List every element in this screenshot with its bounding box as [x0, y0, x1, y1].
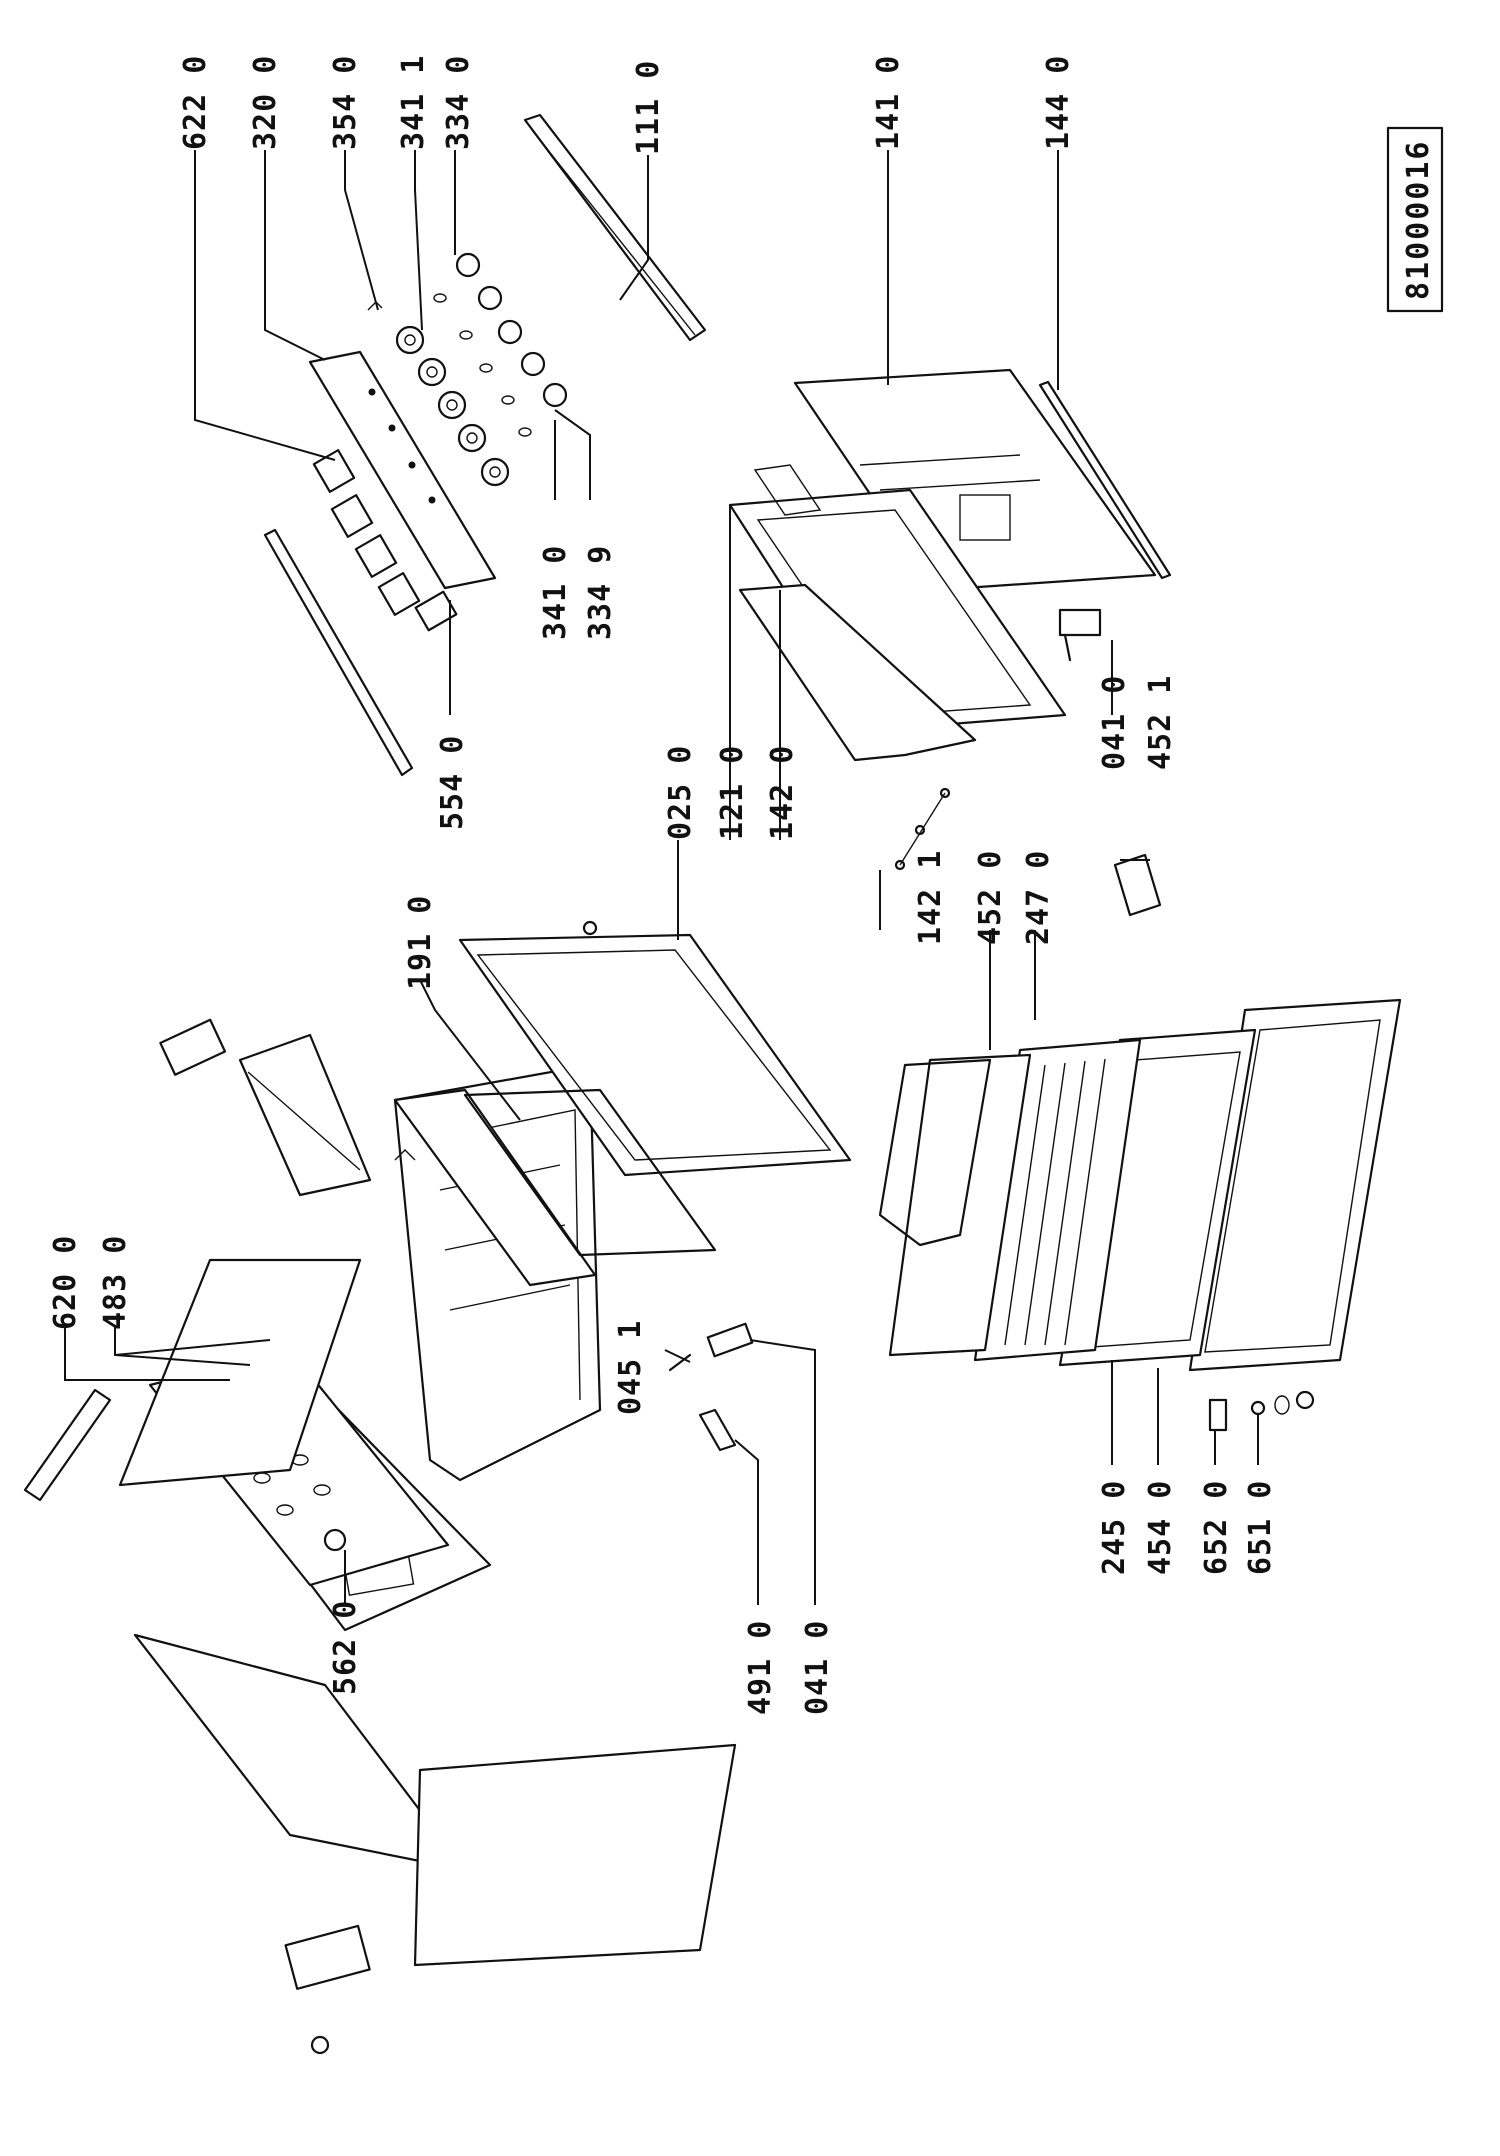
top-rail [523, 113, 707, 342]
oven-gasket [463, 1088, 717, 1257]
label-652-0: 652 0 [1199, 1480, 1234, 1575]
door-glass-group [728, 368, 1172, 917]
small-parts [1208, 1390, 1315, 1432]
label-334-9: 334 9 [583, 545, 618, 640]
top-front-plate [238, 1033, 372, 1197]
label-142-1: 142 1 [913, 850, 948, 945]
label-142-0: 142 0 [765, 745, 800, 840]
label-025-0: 025 0 [663, 745, 698, 840]
door-strip [1038, 380, 1172, 580]
label-334-0: 334 0 [441, 55, 476, 150]
label-341-1: 341 1 [396, 55, 431, 150]
label-247-0: 247 0 [1021, 850, 1056, 945]
grill-element [878, 1058, 992, 1247]
document-id: 81000016 [1401, 140, 1436, 301]
label-620-0: 620 0 [48, 1235, 83, 1330]
label-111-0: 111 0 [631, 60, 666, 155]
control-panel [308, 350, 497, 590]
label-144-0: 144 0 [1041, 55, 1076, 150]
label-191-0: 191 0 [403, 895, 438, 990]
label-622-0: 622 0 [178, 55, 213, 150]
label-483-0: 483 0 [98, 1235, 133, 1330]
label-554-0: 554 0 [435, 735, 470, 830]
latch [698, 1408, 737, 1452]
left-trim-strip [23, 1388, 112, 1502]
switch-blocks [312, 449, 458, 632]
panel-trim-strip [263, 528, 414, 777]
label-341-0: 341 0 [538, 545, 573, 640]
label-041-0-left: 041 0 [800, 1620, 835, 1715]
oven-cabinet-group [23, 920, 852, 2055]
label-245-0: 245 0 [1097, 1480, 1132, 1575]
part-labels: 622 0 320 0 354 0 341 1 334 0 111 0 141 … [48, 55, 1278, 1715]
label-041-0-right: 041 0 [1097, 675, 1132, 770]
label-354-0: 354 0 [328, 55, 363, 150]
label-045-1: 045 1 [613, 1320, 648, 1415]
label-121-0: 121 0 [715, 745, 750, 840]
door-screws [894, 787, 951, 871]
door-inner-glass [738, 583, 977, 762]
hinge-cover [1113, 853, 1162, 917]
oven-front-frame [393, 1088, 597, 1287]
label-562-0: 562 0 [328, 1600, 363, 1695]
knob-springs [433, 293, 532, 437]
document-id-box: 81000016 [1386, 126, 1444, 313]
leader-lines [64, 150, 1259, 1605]
label-141-0: 141 0 [871, 55, 906, 150]
upper-side-panel [118, 1258, 362, 1487]
label-452-0: 452 0 [973, 850, 1008, 945]
control-panel-group [263, 252, 568, 777]
back-panel [133, 1633, 467, 1872]
knob-caps [455, 252, 568, 408]
label-320-0: 320 0 [248, 55, 283, 150]
oven-shelf-support [888, 1053, 1032, 1357]
oven-trays-group [878, 998, 1402, 1372]
label-491-0: 491 0 [743, 1620, 778, 1715]
label-454-0: 454 0 [1143, 1480, 1178, 1575]
control-knobs [395, 325, 510, 487]
oven-cover-frame [458, 933, 852, 1177]
label-452-1: 452 1 [1143, 675, 1178, 770]
side-panel [413, 1743, 737, 1967]
label-651-0: 651 0 [1243, 1480, 1278, 1575]
